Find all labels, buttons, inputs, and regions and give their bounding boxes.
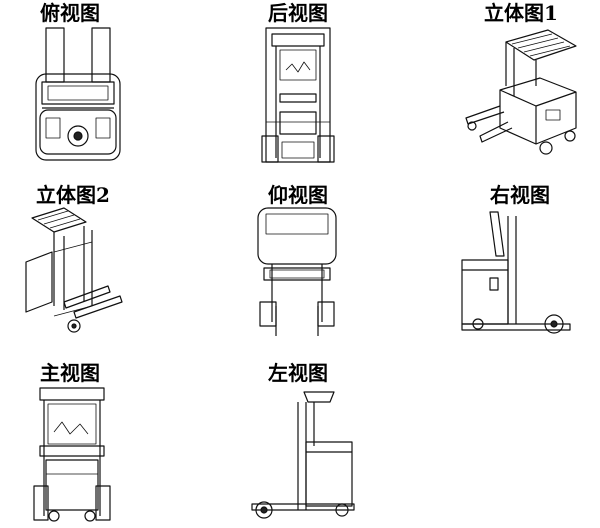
label-iso2-view: 立体图2	[36, 183, 110, 207]
label-right-view: 右视图	[490, 183, 550, 207]
right-view-drawing	[461, 211, 571, 334]
label-front-view: 主视图	[40, 361, 100, 385]
bottom-view-drawing	[257, 207, 337, 336]
rear-view-drawing	[261, 27, 335, 163]
front-view-drawing	[33, 387, 111, 522]
label-bottom-view: 仰视图	[268, 183, 328, 207]
iso2-view-drawing	[25, 207, 123, 333]
label-iso1-view: 立体图1	[484, 1, 558, 25]
label-left-view: 左视图	[268, 361, 328, 385]
iso1-view-drawing	[465, 29, 577, 155]
left-view-drawing	[251, 391, 355, 519]
label-top-view: 俯视图	[40, 1, 100, 25]
top-view-drawing	[35, 27, 121, 161]
label-rear-view: 后视图	[268, 1, 328, 25]
